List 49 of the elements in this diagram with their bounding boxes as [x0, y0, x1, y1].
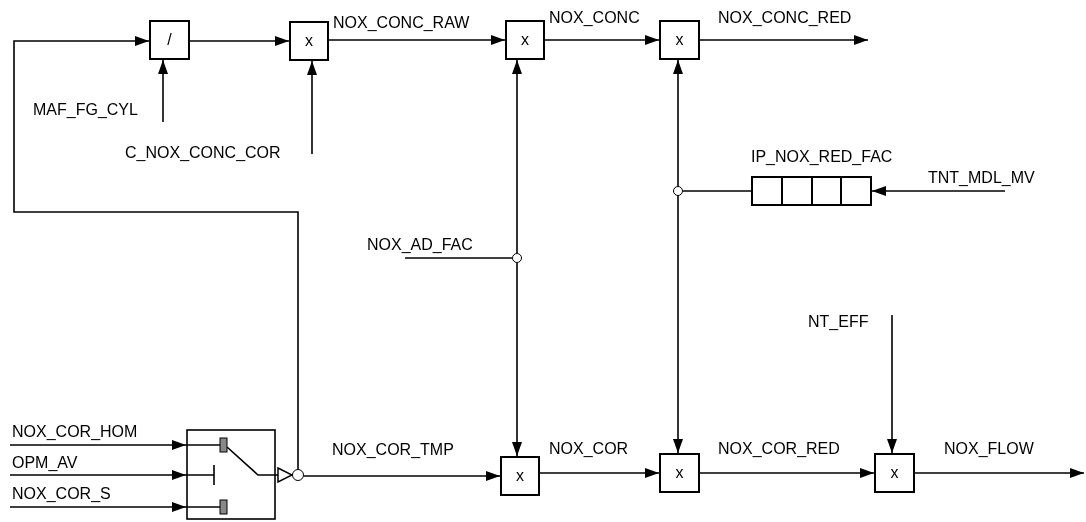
arrow	[158, 59, 168, 123]
operator-box: x	[659, 453, 700, 493]
signal-name: NOX_COR_RED	[718, 440, 840, 458]
arrow	[13, 36, 299, 470]
arrow	[539, 468, 660, 478]
signal-name: OPM_AV	[12, 454, 78, 472]
arrow	[275, 467, 293, 483]
signal-name: NOX_COR_HOM	[12, 423, 138, 441]
signal-name: NOX_COR_TMP	[332, 441, 454, 459]
operator-box: x	[500, 456, 540, 496]
arrow	[871, 186, 1006, 196]
junction-circle	[673, 186, 683, 196]
arrow	[9, 470, 187, 480]
operator-box: x	[505, 20, 545, 60]
arrow	[512, 59, 522, 254]
arrow	[673, 59, 683, 187]
connector-line	[682, 190, 752, 192]
arrow	[673, 195, 683, 454]
arrow	[9, 440, 187, 450]
operator-box: /	[149, 20, 190, 60]
operator-box: x	[289, 21, 329, 61]
arrow	[189, 36, 290, 46]
signal-name: MAF_FG_CYL	[33, 101, 138, 119]
arrow	[512, 262, 522, 457]
connector-line	[404, 257, 513, 259]
signal-name: NOX_CONC_RAW	[333, 14, 470, 32]
arrow	[887, 314, 897, 454]
signal-name: C_NOX_CONC_COR	[125, 144, 281, 162]
signal-name: NOX_COR_S	[12, 485, 111, 503]
arrow	[544, 35, 660, 45]
arrow	[9, 502, 187, 512]
arrow	[914, 468, 1085, 478]
operator-box: x	[874, 453, 915, 493]
signal-name: NOX_AD_FAC	[367, 236, 473, 254]
arrow	[328, 35, 506, 45]
signal-name: NOX_COR	[549, 440, 629, 458]
signal-name: NOX_FLOW	[944, 440, 1034, 458]
junction-circle	[512, 253, 522, 263]
table-name: IP_NOX_RED_FAC	[751, 148, 893, 166]
signal-name: NOX_CONC	[549, 9, 640, 27]
signal-name: TNT_MDL_MV	[928, 169, 1035, 187]
signal-name: NOX_CONC_RED	[718, 9, 852, 27]
arrow	[699, 468, 875, 478]
junction-circle	[292, 469, 304, 481]
arrow	[303, 471, 501, 481]
signal-name: NT_EFF	[808, 313, 869, 331]
operator-box: x	[659, 20, 700, 60]
arrow	[307, 60, 317, 155]
arrow	[699, 35, 869, 45]
